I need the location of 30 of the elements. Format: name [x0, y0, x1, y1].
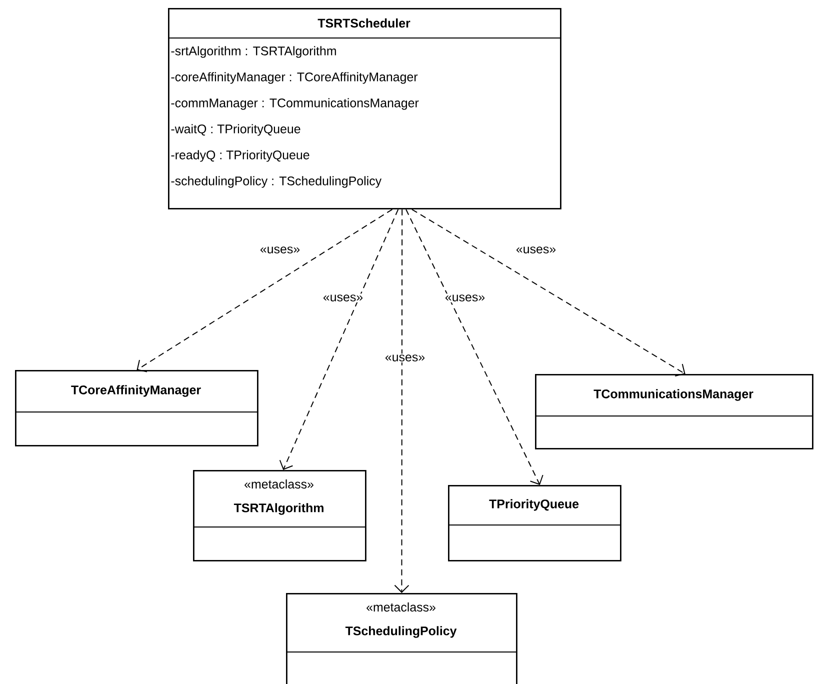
dependency-arrow	[394, 208, 410, 593]
class-box	[168, 8, 562, 210]
class-name: TCommunicationsManager	[594, 389, 754, 401]
class-box	[535, 374, 814, 450]
edge-label: «uses»	[514, 246, 558, 254]
edge-label: «uses»	[444, 294, 486, 302]
edge-label: «uses»	[384, 354, 426, 362]
attribute: -coreAffinityManager : TCoreAffinityManager	[171, 72, 418, 84]
attribute: -readyQ : TPriorityQueue	[171, 150, 310, 162]
dependency-arrow	[411, 208, 686, 377]
attribute: -schedulingPolicy : TSchedulingPolicy	[171, 176, 382, 188]
dependency-arrow	[136, 208, 393, 372]
class-name: TSchedulingPolicy	[345, 626, 457, 638]
attribute: -waitQ : TPriorityQueue	[171, 124, 300, 136]
class-box	[448, 485, 622, 562]
class-box	[286, 593, 518, 684]
stereotype: «metaclass»	[366, 602, 436, 612]
edge-label: «uses»	[322, 294, 364, 302]
class-name: TCoreAffinityManager	[71, 385, 201, 397]
edge-label: «uses»	[258, 246, 302, 254]
attribute: -srtAlgorithm : TSRTAlgorithm	[171, 46, 336, 58]
stereotype: «metaclass»	[244, 479, 314, 489]
class-name: TPriorityQueue	[489, 499, 579, 511]
dependency-arrow	[279, 208, 399, 470]
class-box	[193, 470, 366, 562]
attribute: -commManager : TCommunicationsManager	[171, 98, 419, 110]
dependency-arrow	[406, 208, 544, 485]
class-name: TSRTAlgorithm	[234, 503, 324, 515]
class-box	[15, 370, 258, 446]
class-name: TSRTScheduler	[318, 18, 410, 28]
